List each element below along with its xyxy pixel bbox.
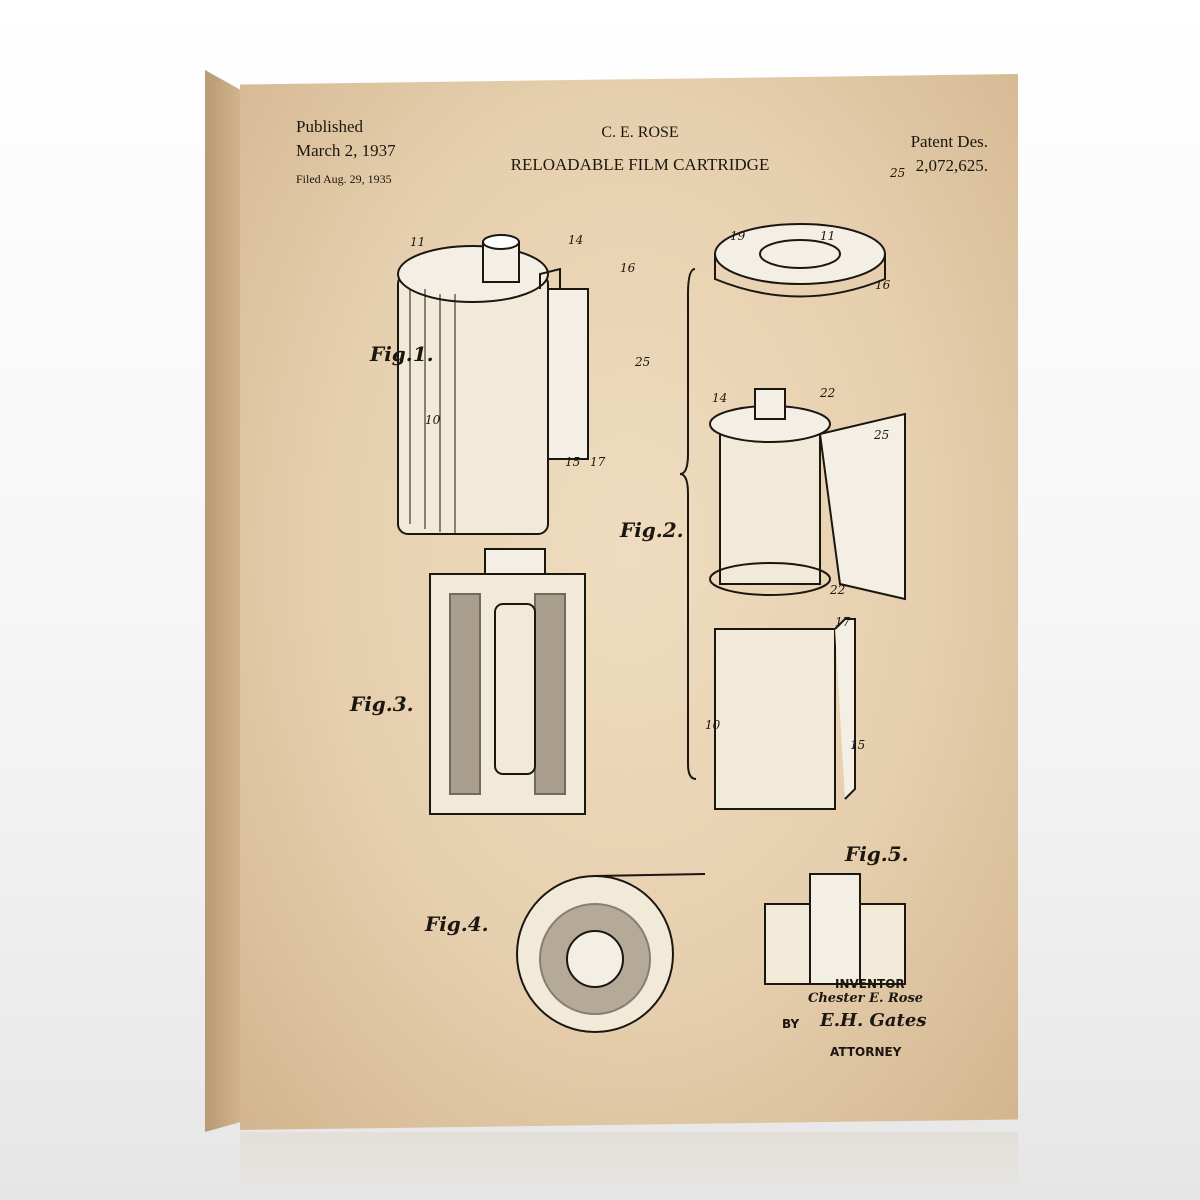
fig4-drawing bbox=[516, 873, 706, 1033]
published-date: March 2, 1937 bbox=[296, 141, 396, 160]
fig1-label: Fig.1. bbox=[370, 342, 434, 366]
fig3-drawing bbox=[429, 548, 586, 815]
by-label: BY bbox=[782, 1017, 800, 1031]
svg-text:17: 17 bbox=[835, 615, 851, 629]
svg-text:14: 14 bbox=[568, 233, 583, 247]
fig4-label: Fig.4. bbox=[425, 912, 489, 936]
patent-number: 2,072,625. bbox=[915, 156, 988, 175]
attorney-signature: E.H. Gates bbox=[820, 1010, 927, 1031]
svg-text:10: 10 bbox=[425, 413, 441, 427]
fig5-drawing bbox=[764, 873, 906, 985]
fig3-label: Fig.3. bbox=[350, 692, 414, 716]
svg-text:15: 15 bbox=[565, 455, 580, 469]
svg-text:25: 25 bbox=[873, 428, 889, 442]
inventor-name: Chester E. Rose bbox=[808, 991, 924, 1006]
svg-text:11: 11 bbox=[820, 229, 835, 243]
svg-text:25: 25 bbox=[634, 355, 650, 369]
svg-text:16: 16 bbox=[875, 278, 891, 292]
svg-text:22: 22 bbox=[829, 583, 845, 597]
published-block: Published March 2, 1937 bbox=[296, 115, 396, 163]
published-label: Published bbox=[296, 117, 364, 136]
attorney-label: ATTORNEY bbox=[830, 1045, 902, 1059]
svg-text:25: 25 bbox=[889, 166, 905, 180]
svg-text:14: 14 bbox=[712, 391, 727, 405]
svg-text:19: 19 bbox=[730, 229, 746, 243]
patent-title: RELOADABLE FILM CARTRIDGE bbox=[510, 155, 770, 174]
canvas-spine bbox=[205, 70, 243, 1132]
fig1-drawing bbox=[397, 234, 589, 535]
svg-text:17: 17 bbox=[590, 455, 606, 469]
svg-text:16: 16 bbox=[620, 261, 636, 275]
patent-block: Patent Des. 2,072,625. bbox=[911, 130, 988, 178]
filed-date: Filed Aug. 29, 1935 bbox=[296, 172, 392, 186]
canvas-reflection bbox=[240, 1132, 1018, 1200]
svg-text:10: 10 bbox=[705, 718, 721, 732]
svg-text:22: 22 bbox=[819, 386, 835, 400]
fig2-label: Fig.2. bbox=[620, 518, 684, 542]
patent-label: Patent Des. bbox=[910, 132, 988, 151]
inventor-short: C. E. ROSE bbox=[601, 124, 679, 141]
fig5-label: Fig.5. bbox=[845, 842, 909, 866]
inventor-label: INVENTOR bbox=[835, 977, 905, 991]
svg-text:15: 15 bbox=[850, 738, 865, 752]
svg-text:11: 11 bbox=[410, 235, 425, 249]
fig2-drawing bbox=[679, 223, 906, 810]
